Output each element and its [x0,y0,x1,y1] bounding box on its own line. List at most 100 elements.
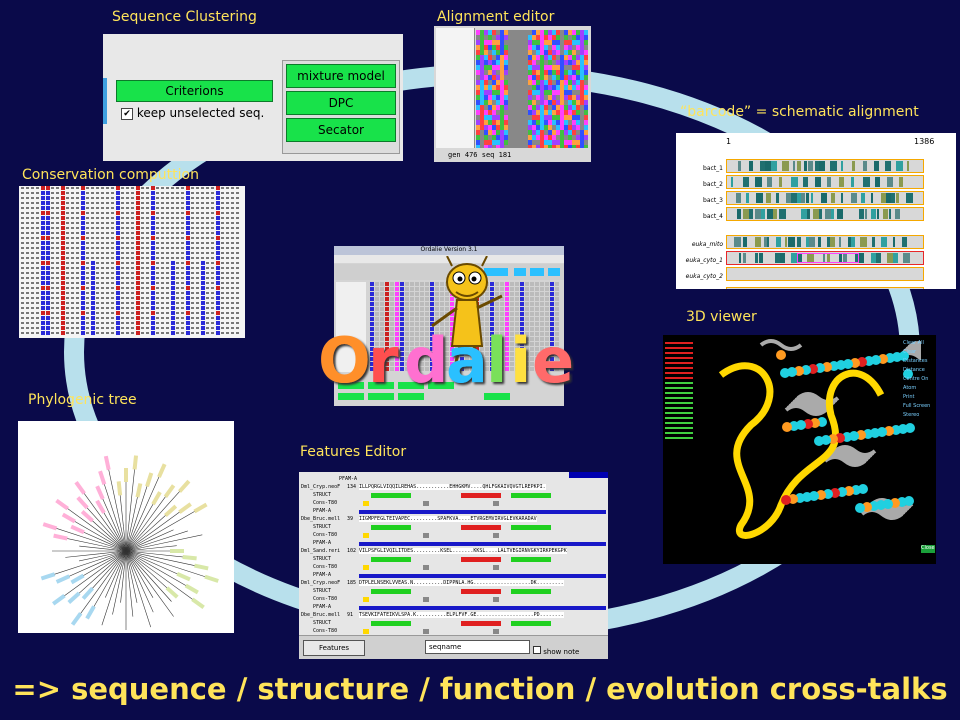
feature-row-name: STRUCT [313,620,332,626]
feature-track [371,621,411,626]
viewer-close-button[interactable]: Close [921,545,935,553]
feature-row: STRUCT [301,524,606,532]
feature-row: STRUCT [301,588,606,596]
label-alignment-editor: Alignment editor [437,9,555,25]
mixture-model-button[interactable]: mixture model [286,64,396,88]
feature-row-name: PFAM-A [313,540,332,546]
feature-track [359,510,606,514]
mascot-character [431,256,503,363]
viewer-seq-item[interactable] [665,372,693,374]
feature-row-name: STRUCT [313,492,332,498]
viewer-seq-item[interactable] [665,427,693,429]
toolbar-button-3[interactable] [530,268,544,276]
show-note-checkbox[interactable] [533,646,541,654]
feature-row: Cons-T80 [301,596,606,604]
viewer-seq-item[interactable] [665,382,693,384]
viewer-seq-item[interactable] [665,347,693,349]
ordalie-btn-h[interactable] [484,393,510,400]
viewer-seq-item[interactable] [665,392,693,394]
ordalie-btn-c[interactable] [398,382,424,389]
viewer-seq-item[interactable] [665,362,693,364]
toolbar-button-1[interactable] [484,268,508,276]
viewer-seq-item[interactable] [665,377,693,379]
barcode-row-bar [726,235,924,249]
viewer-seq-item[interactable] [665,422,693,424]
alignment-name-list [436,28,475,148]
feature-row-sequence: TSEVKIFATEIKVLSPA.K..........ELPLFVF.GE.… [359,612,564,618]
viewer-seq-item[interactable] [665,397,693,399]
barcode-row-label: bact_2 [703,181,723,188]
ordalie-btn-b[interactable] [368,382,394,389]
viewer-menu-item[interactable]: Full Screen [903,403,931,409]
protein-structure [718,339,921,539]
seqname-field[interactable]: seqname [425,640,530,654]
feature-row-sequence: DTPLELNSEKLVVEAS.N..........DIPPNLA.HG..… [359,580,564,586]
viewer-seq-item[interactable] [665,412,693,414]
viewer-menu-item[interactable]: Clear All [903,340,924,346]
feature-track [359,606,606,610]
barcode-row-label: bact_1 [703,165,723,172]
viewer-seq-item[interactable] [665,402,693,404]
barcode-row-bar [726,191,924,205]
viewer-menu-item[interactable]: Stereo [903,412,920,418]
barcode-total: 1386 [914,137,935,146]
secator-button[interactable]: Secator [286,118,396,142]
dpc-button[interactable]: DPC [286,91,396,115]
viewer-seq-item[interactable] [665,387,693,389]
barcode-start: 1 [726,137,732,146]
feature-row: Cons-T80 [301,500,606,508]
ordalie-btn-e[interactable] [338,393,364,400]
viewer-seq-item[interactable] [665,407,693,409]
features-top-bar [569,472,608,478]
feature-track [371,589,411,594]
show-note-toggle[interactable]: show note [533,646,579,656]
criterions-button[interactable]: Criterions [116,80,273,102]
svg-text:O: O [318,324,371,394]
feature-track [363,597,369,602]
label-sequence-clustering: Sequence Clustering [112,9,257,25]
barcode-row-label: bact_4 [703,213,723,220]
feature-row-name: PFAM-A [313,572,332,578]
barcode-row-label: euka_mito [691,241,723,248]
viewer-menu-item[interactable]: Centre On Atom [903,376,929,391]
feature-track [359,542,606,546]
viewer-seq-item[interactable] [665,417,693,419]
keep-unselected-checkbox[interactable]: ✔ [121,107,133,120]
viewer-menu-item[interactable]: Print [903,394,915,400]
ordalie-btn-a[interactable] [338,382,364,389]
feature-row-name: PFAM-A [313,604,332,610]
ordalie-btn-f[interactable] [368,393,394,400]
features-tab[interactable]: Features [303,640,365,656]
viewer-seq-item[interactable] [665,352,693,354]
barcode-row-bar [726,159,924,173]
label-features-editor: Features Editor [300,444,407,460]
ordalie-btn-g[interactable] [398,393,424,400]
ordalie-title-bar: Ordalie Version 3.1 [334,246,564,255]
viewer-menu-item[interactable]: Clear Distances [903,349,928,364]
barcode-row-bar [726,251,924,265]
viewer-seq-item[interactable] [665,342,693,344]
feature-row-number: 91 [347,612,354,618]
viewer-menu-item[interactable]: Distance [903,367,925,373]
keep-unselected-row[interactable]: ✔ keep unselected seq. [121,106,264,120]
feature-row: PFAM-A [301,572,606,580]
viewer-seq-item[interactable] [665,437,693,439]
viewer-seq-item[interactable] [665,357,693,359]
feature-track [363,501,369,506]
toolbar-button-4[interactable] [548,268,560,276]
ordalie-toolbar [334,264,564,280]
feature-track [359,574,606,578]
toolbar-button-2[interactable] [514,268,526,276]
phylo-tree-panel [18,421,234,633]
feature-row-name: Cons-T80 [313,596,338,602]
feature-row-number: 102 [347,548,357,554]
label-barcode: “barcode” = schematic alignment [680,104,919,120]
viewer-seq-item[interactable] [665,367,693,369]
viewer-seq-item[interactable] [665,432,693,434]
ordalie-btn-d[interactable] [428,382,454,389]
feature-row-name: PFAM-A [313,508,332,514]
